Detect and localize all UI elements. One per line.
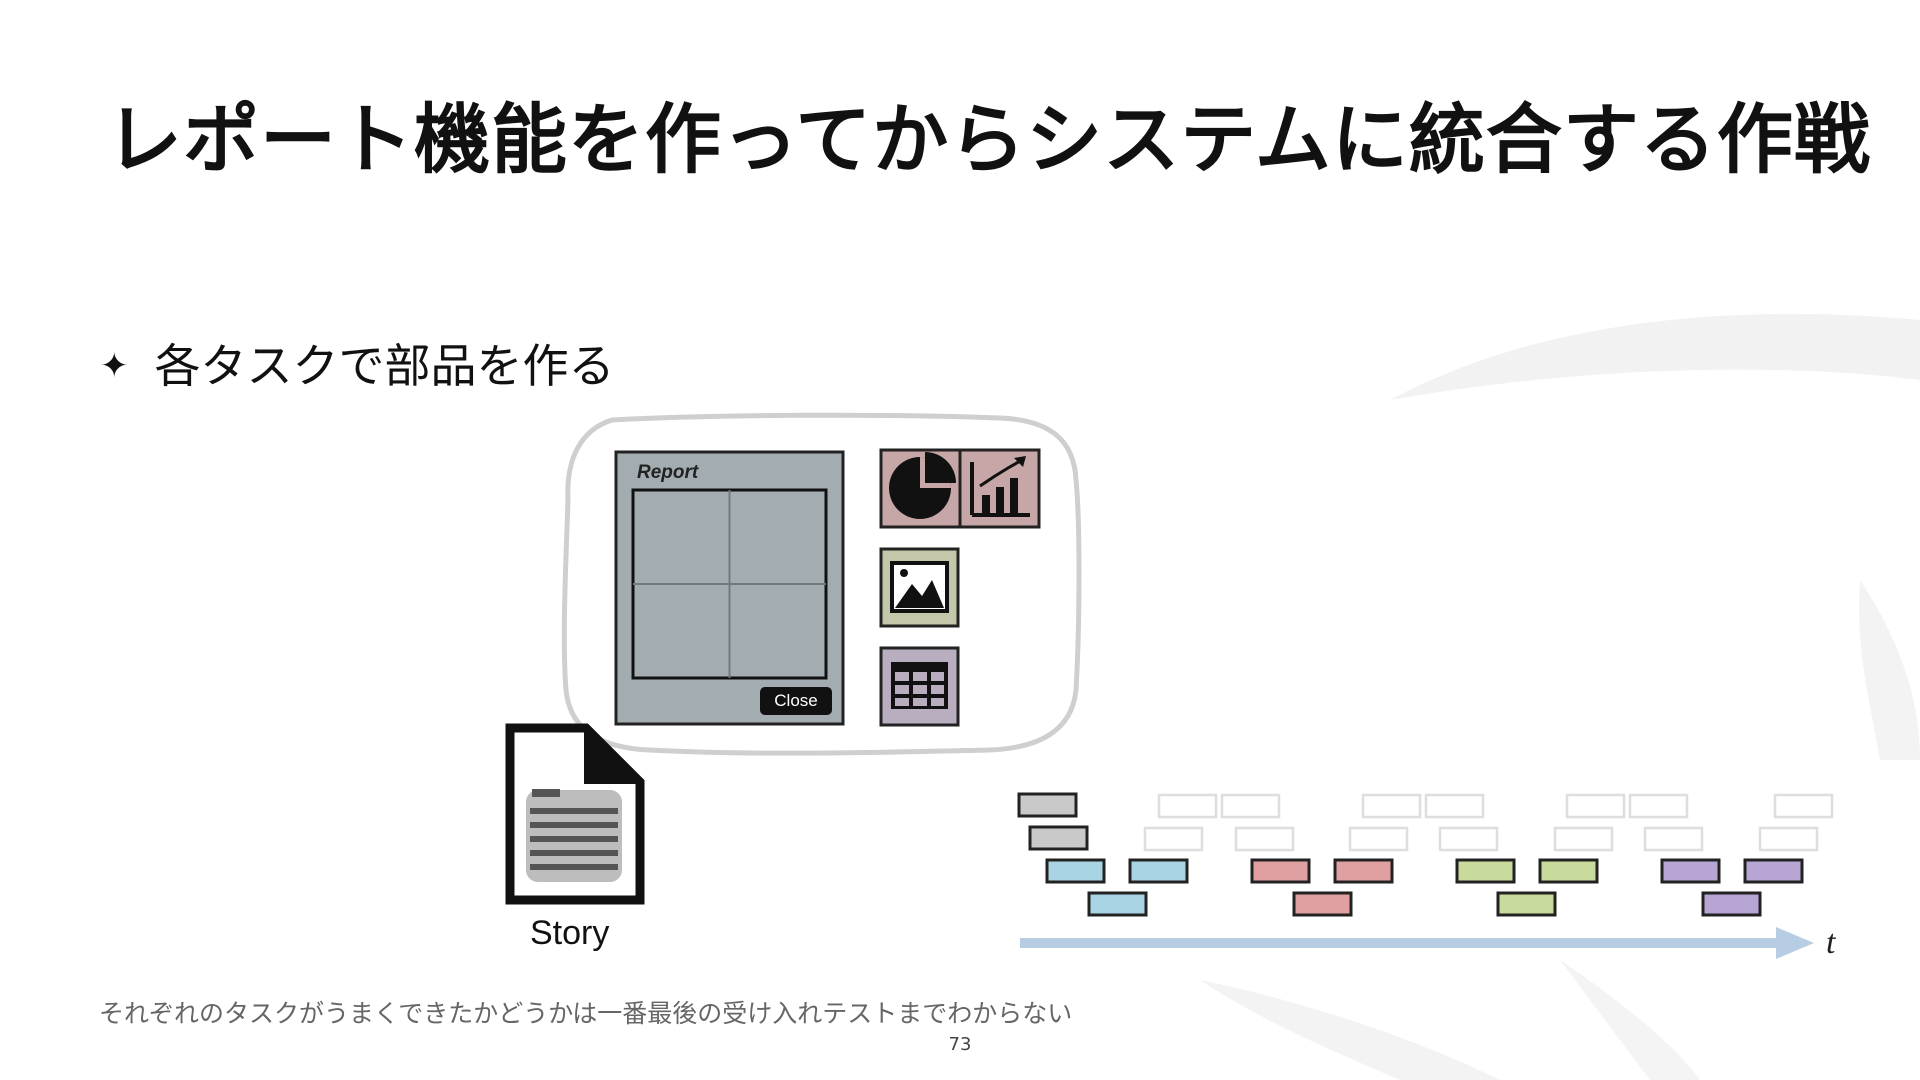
components-cloud-outline bbox=[561, 412, 1082, 756]
bullet-marker: ✦ bbox=[100, 346, 129, 386]
bar-chart-icon bbox=[970, 456, 1030, 517]
timeline-blue-tasks bbox=[1045, 858, 1189, 917]
timeline-placeholder-tasks bbox=[1143, 793, 1834, 852]
timeline-red-tasks bbox=[1250, 858, 1394, 917]
bullet-item: ✦ 各タスクで部品を作る bbox=[100, 330, 615, 396]
slide-footnote: それぞれのタスクがうまくできたかどうかは一番最後の受け入れテストまでわからない bbox=[99, 999, 1073, 1028]
report-close-button: Close bbox=[760, 687, 832, 715]
chart-icons-tile bbox=[879, 448, 1041, 529]
timeline-purple-tasks bbox=[1660, 858, 1804, 917]
report-window bbox=[614, 450, 845, 726]
time-axis-arrow bbox=[1020, 927, 1814, 959]
bullet-text: 各タスクで部品を作る bbox=[154, 339, 615, 393]
pie-chart-icon bbox=[889, 452, 956, 519]
timeline-gray-tasks bbox=[1017, 792, 1089, 851]
story-label: Story bbox=[530, 914, 610, 952]
timeline-green-tasks bbox=[1455, 858, 1599, 917]
image-icon bbox=[879, 547, 960, 628]
slide-title: レポート機能を作ってからシステムに統合する作戦 bbox=[106, 95, 1871, 184]
table-icon bbox=[879, 646, 960, 727]
story-document-icon bbox=[505, 723, 645, 905]
page-number: 73 bbox=[948, 1034, 972, 1055]
time-axis-label: t bbox=[1826, 924, 1836, 961]
report-window-title: Report bbox=[637, 462, 699, 483]
